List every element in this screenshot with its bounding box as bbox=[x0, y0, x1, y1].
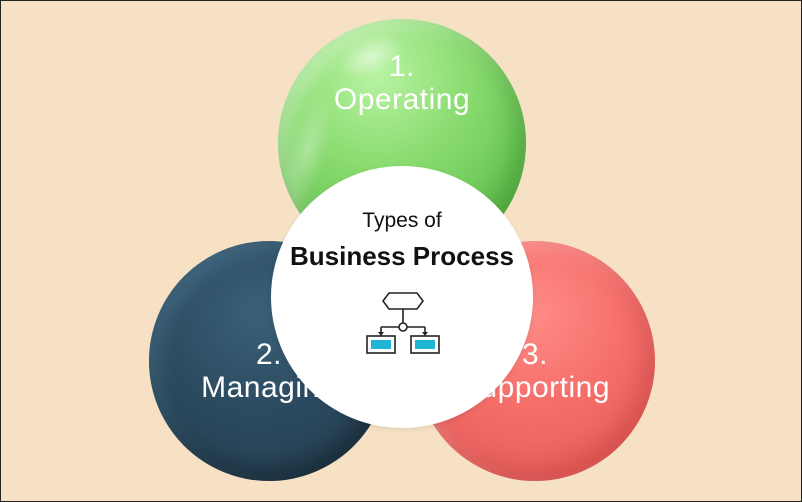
operating-number: 1. bbox=[388, 50, 416, 83]
center-circle: Types of Business Process bbox=[271, 166, 533, 428]
supporting-number: 3. bbox=[521, 338, 549, 371]
operating-text: 1. Operating bbox=[278, 51, 526, 117]
flowchart-icon bbox=[366, 292, 440, 354]
center-title-line1: Types of bbox=[362, 209, 442, 232]
operating-label: Operating bbox=[333, 83, 471, 116]
center-title-line2: Business Process bbox=[289, 241, 514, 271]
managing-number: 2. bbox=[255, 338, 283, 371]
